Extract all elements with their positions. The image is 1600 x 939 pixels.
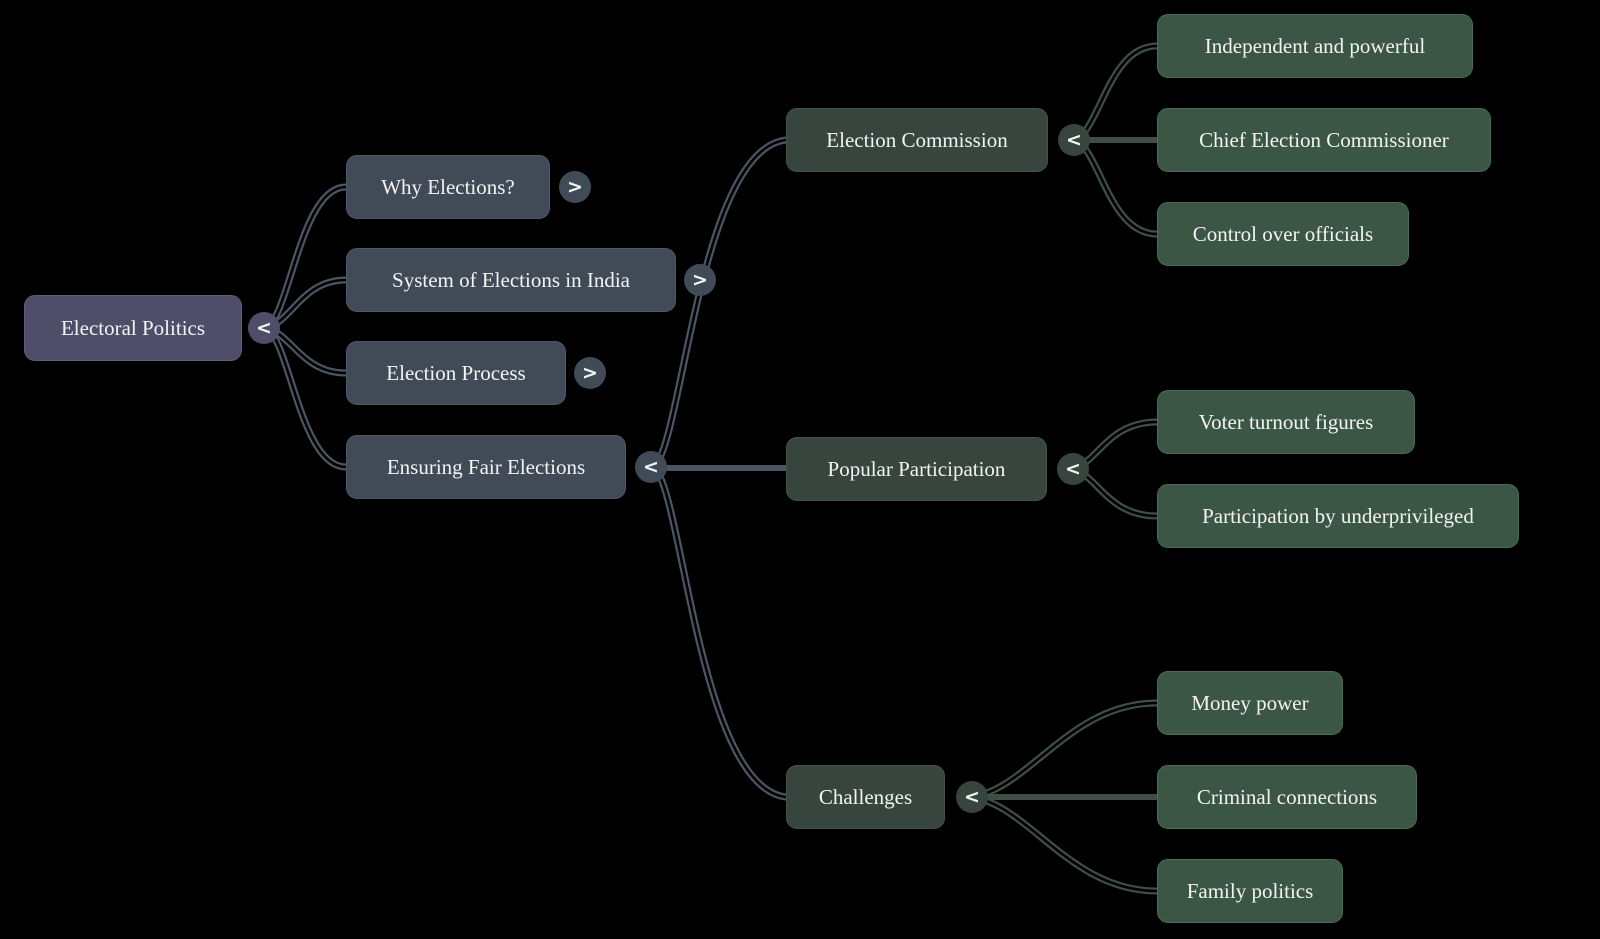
node-label: Election Process bbox=[386, 360, 526, 385]
node-ensuring-fair-elections[interactable]: Ensuring Fair Elections bbox=[346, 435, 626, 499]
node-participation-by-underprivileged[interactable]: Participation by underprivileged bbox=[1157, 484, 1519, 548]
node-money-power[interactable]: Money power bbox=[1157, 671, 1343, 735]
node-label: Participation by underprivileged bbox=[1202, 503, 1474, 528]
node-label: Control over officials bbox=[1192, 221, 1374, 246]
toggle-popular-participation[interactable]: < bbox=[1057, 453, 1089, 485]
node-election-process[interactable]: Election Process bbox=[346, 341, 566, 405]
node-system-of-elections[interactable]: System of Elections in India bbox=[346, 248, 676, 312]
node-election-commission[interactable]: Election Commission bbox=[786, 108, 1048, 172]
node-electoral-politics[interactable]: Electoral Politics bbox=[24, 295, 242, 361]
edge-core bbox=[652, 138, 787, 469]
node-family-politics[interactable]: Family politics bbox=[1157, 859, 1343, 923]
node-challenges[interactable]: Challenges bbox=[786, 765, 945, 829]
edge-commission-control bbox=[1070, 136, 1161, 238]
node-label: Why Elections? bbox=[381, 174, 515, 199]
node-label: Money power bbox=[1191, 690, 1309, 715]
edge-commission-independent bbox=[1070, 42, 1161, 144]
node-why-elections[interactable]: Why Elections? bbox=[346, 155, 550, 219]
node-label: Chief Election Commissioner bbox=[1199, 127, 1449, 152]
node-label: Challenges bbox=[818, 784, 913, 809]
edge-challenges-family bbox=[968, 793, 1161, 895]
node-label: Electoral Politics bbox=[60, 315, 206, 340]
edge-core bbox=[971, 795, 1158, 893]
node-label: Ensuring Fair Elections bbox=[386, 454, 586, 479]
toggle-why-elections[interactable]: > bbox=[559, 171, 591, 203]
toggle-system-of-elections[interactable]: > bbox=[684, 264, 716, 296]
node-label: Family politics bbox=[1186, 878, 1314, 903]
edge-root-why-elections bbox=[262, 183, 350, 332]
toggle-challenges[interactable]: < bbox=[956, 781, 988, 813]
node-voter-turnout-figures[interactable]: Voter turnout figures bbox=[1157, 390, 1415, 454]
node-label: Independent and powerful bbox=[1204, 33, 1426, 58]
node-label: Popular Participation bbox=[827, 456, 1006, 481]
edge-core bbox=[652, 465, 787, 799]
node-label: Criminal connections bbox=[1196, 784, 1378, 809]
toggle-election-process[interactable]: > bbox=[574, 357, 606, 389]
toggle-election-commission[interactable]: < bbox=[1058, 124, 1090, 156]
node-criminal-connections[interactable]: Criminal connections bbox=[1157, 765, 1417, 829]
node-control-over-officials[interactable]: Control over officials bbox=[1157, 202, 1409, 266]
edge-root-ensuring-fair-elections bbox=[262, 324, 350, 471]
node-label: System of Elections in India bbox=[392, 267, 630, 292]
node-chief-election-commissioner[interactable]: Chief Election Commissioner bbox=[1157, 108, 1491, 172]
node-label: Voter turnout figures bbox=[1198, 409, 1374, 434]
toggle-ensuring-fair-elections[interactable]: < bbox=[635, 451, 667, 483]
edge-challenges-money-power bbox=[968, 699, 1161, 801]
node-label: Election Commission bbox=[826, 127, 1008, 152]
node-independent-and-powerful[interactable]: Independent and powerful bbox=[1157, 14, 1473, 78]
edge-core bbox=[971, 701, 1158, 799]
toggle-electoral-politics[interactable]: < bbox=[248, 312, 280, 344]
node-popular-participation[interactable]: Popular Participation bbox=[786, 437, 1047, 501]
